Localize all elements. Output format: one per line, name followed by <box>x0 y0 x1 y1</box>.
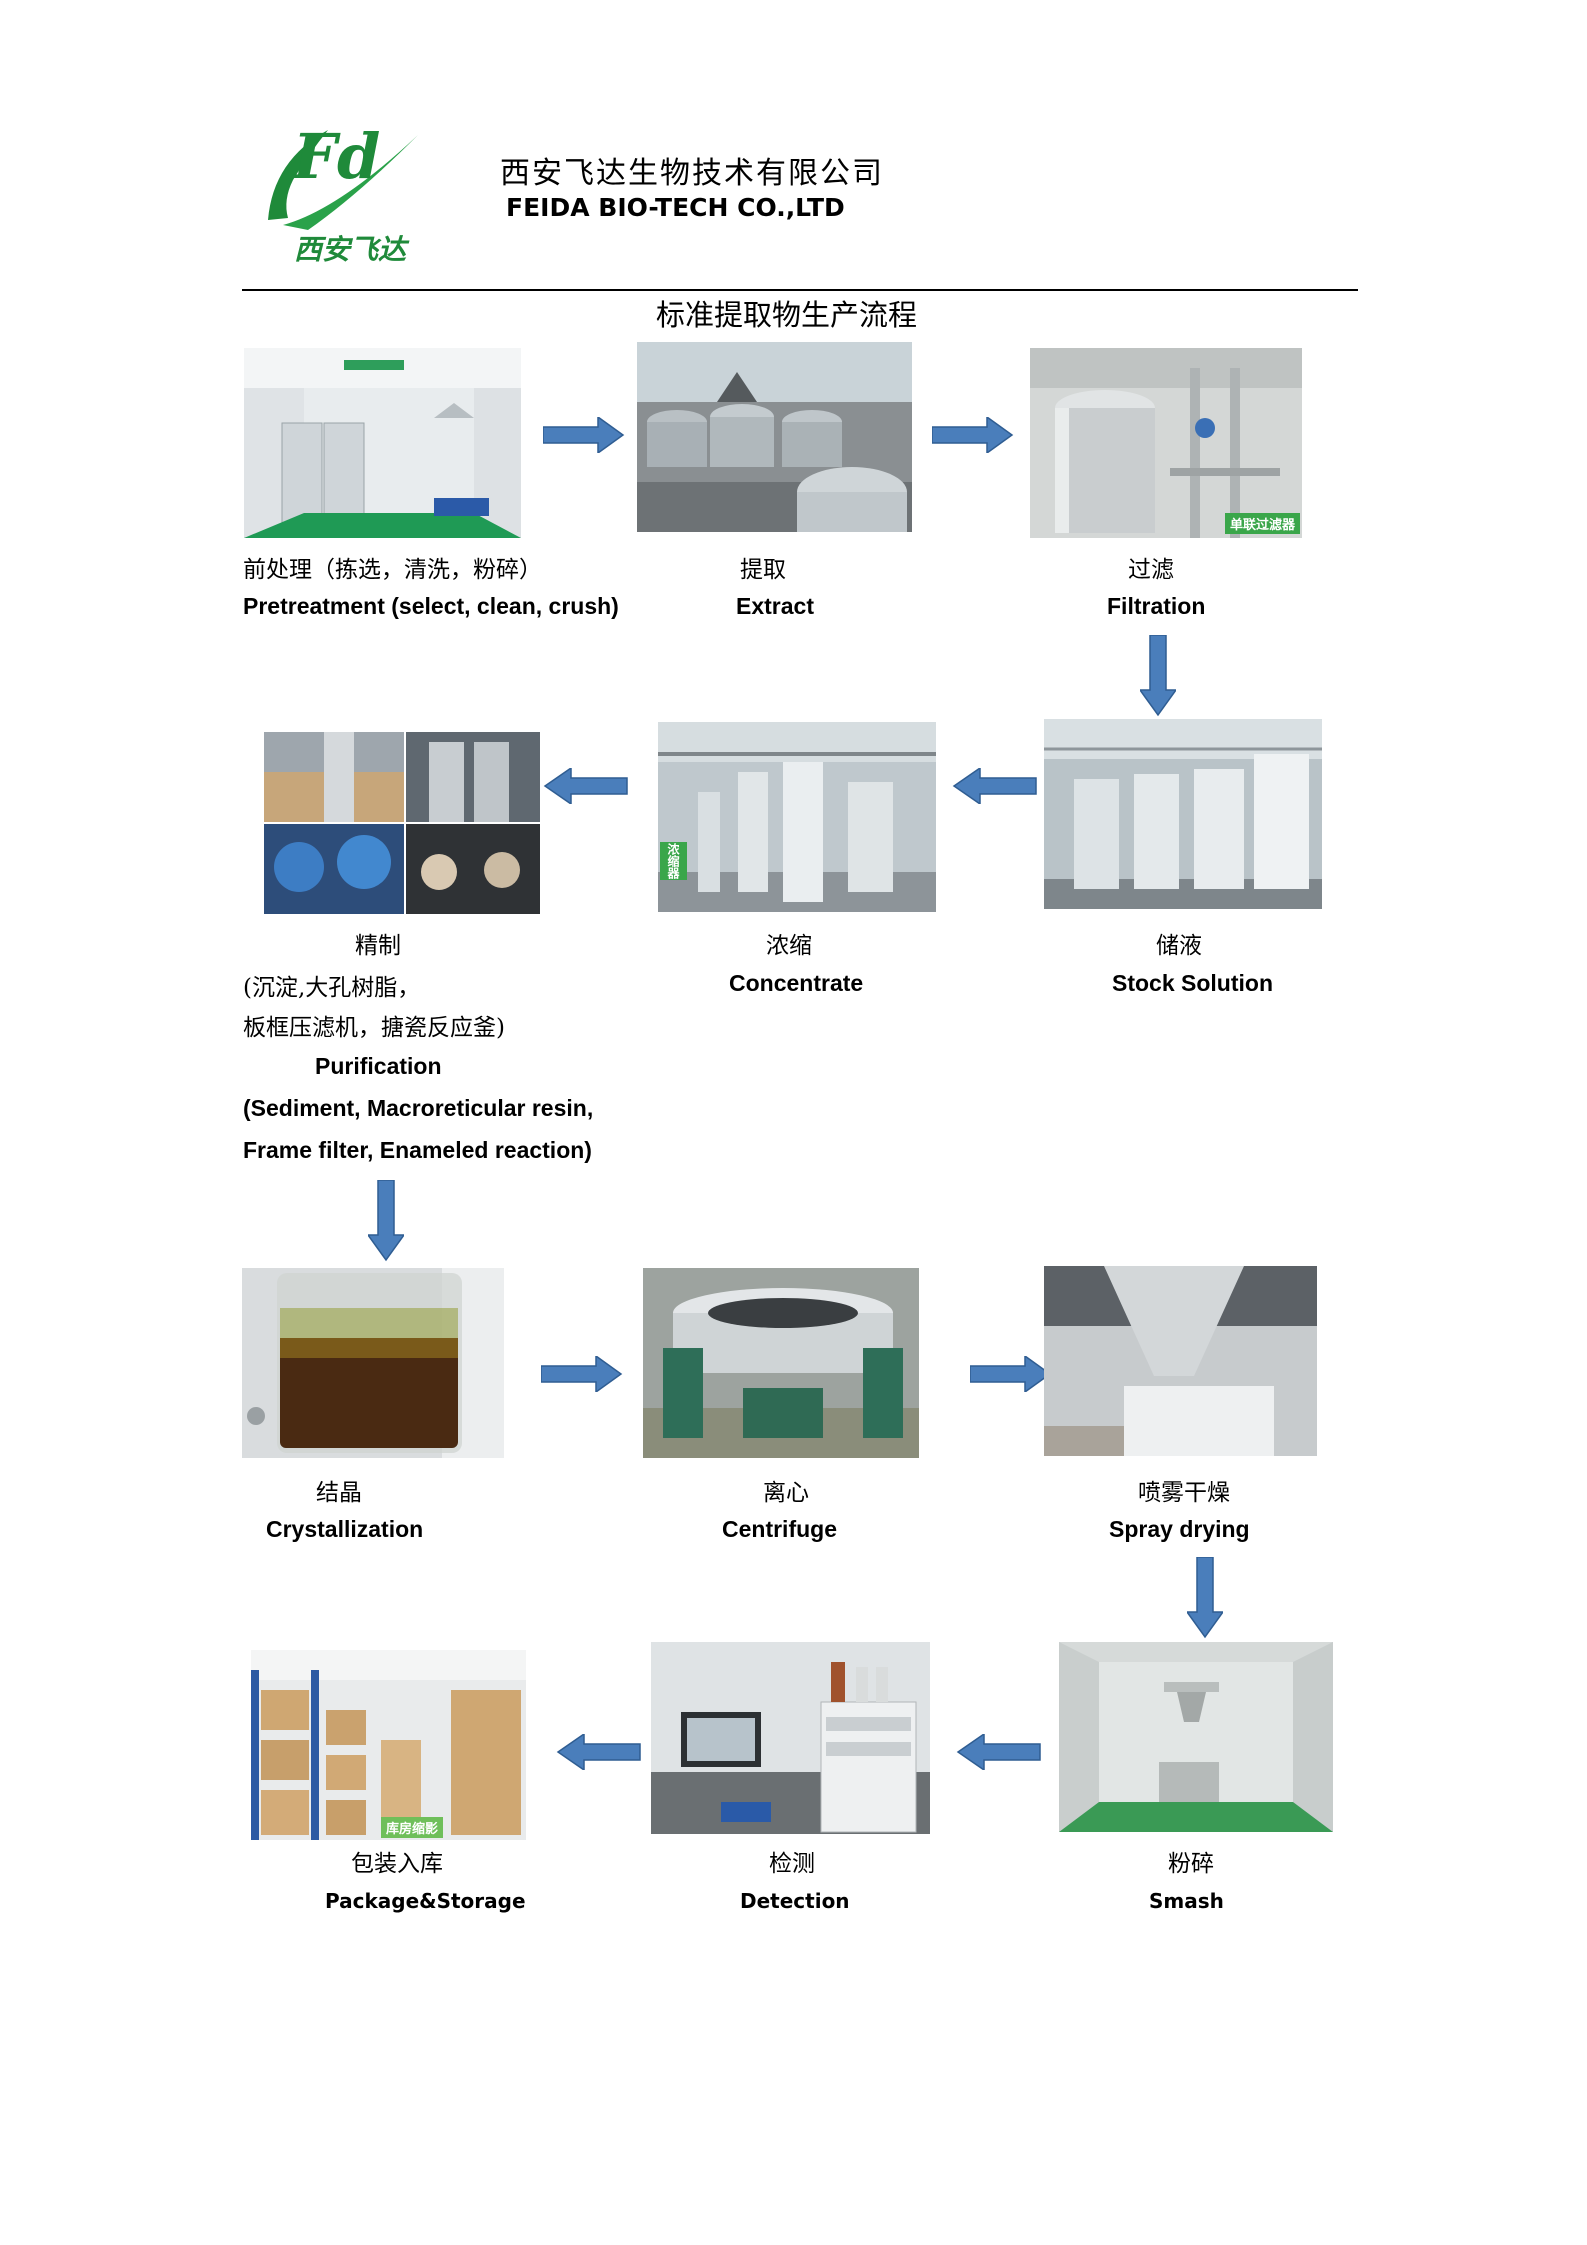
arrow-right-1 <box>542 415 625 458</box>
step-purification-cn-detail-2: 板框压滤机，搪瓷反应釜) <box>243 1015 505 1041</box>
step-package-storage-en: Package&Storage <box>325 1889 526 1913</box>
arrow-right-2 <box>931 415 1014 458</box>
step-crystallization-en: Crystallization <box>266 1516 424 1542</box>
page-title: 标准提取物生产流程 <box>656 298 918 332</box>
logo-swoosh-icon <box>268 130 418 230</box>
step-smash-en: Smash <box>1149 1889 1224 1913</box>
step-centrifuge-cn: 离心 <box>763 1480 809 1506</box>
logo-monogram: Fd <box>293 120 381 193</box>
step-filtration-cn: 过滤 <box>1128 557 1174 583</box>
photo-spray-drying <box>1044 1266 1317 1456</box>
step-stock-solution-en: Stock Solution <box>1112 970 1273 996</box>
photo-caption-package-storage: 库房缩影 <box>381 1817 444 1838</box>
photo-package-storage: 库房缩影 <box>251 1650 526 1840</box>
step-package-storage-cn: 包装入库 <box>351 1851 443 1877</box>
photo-purification <box>264 732 540 914</box>
step-filtration-en: Filtration <box>1107 593 1206 619</box>
company-logo: Fd 西安飞达 <box>248 100 428 270</box>
step-stock-solution-cn: 储液 <box>1156 933 1202 959</box>
step-detection-en: Detection <box>740 1889 850 1913</box>
logo-cn-text: 西安飞达 <box>294 233 407 266</box>
photo-filtration: 单联过滤器 <box>1030 348 1302 538</box>
arrow-left-1 <box>543 766 629 809</box>
step-extract-cn: 提取 <box>740 557 786 583</box>
step-purification-en-detail-1: (Sediment, Macroreticular resin, <box>243 1095 594 1121</box>
step-detection-cn: 检测 <box>769 1851 815 1877</box>
arrow-down-1 <box>1138 634 1178 722</box>
arrow-right-3 <box>540 1354 623 1397</box>
step-purification-en: Purification <box>315 1053 442 1079</box>
arrow-right-4 <box>969 1354 1052 1397</box>
company-name-en: FEIDA BIO-TECH CO.,LTD <box>506 193 845 222</box>
photo-caption-filtration: 单联过滤器 <box>1224 513 1300 534</box>
photo-centrifuge <box>643 1268 919 1458</box>
photo-stock-solution <box>1044 719 1322 909</box>
step-pretreatment-cn: 前处理（拣选，清洗，粉碎） <box>243 557 542 583</box>
photo-concentrate: 浓缩器 <box>658 722 936 912</box>
arrow-left-3 <box>556 1732 642 1775</box>
step-purification-en-detail-2: Frame filter, Enameled reaction) <box>243 1137 592 1163</box>
step-centrifuge-en: Centrifuge <box>722 1516 837 1542</box>
arrow-left-4 <box>956 1732 1042 1775</box>
step-spray-drying-cn: 喷雾干燥 <box>1138 1480 1230 1506</box>
step-pretreatment-en: Pretreatment (select, clean, crush) <box>243 593 619 619</box>
step-concentrate-cn: 浓缩 <box>766 933 812 959</box>
step-extract-en: Extract <box>736 593 814 619</box>
step-concentrate-en: Concentrate <box>729 970 864 996</box>
step-purification-cn-detail-1: (沉淀,大孔树脂， <box>243 975 421 1001</box>
arrow-down-2 <box>366 1179 406 1267</box>
step-purification-cn: 精制 <box>355 933 401 959</box>
photo-extract <box>637 342 912 532</box>
step-smash-cn: 粉碎 <box>1168 1851 1214 1877</box>
photo-smash <box>1059 1642 1333 1832</box>
photo-crystallization <box>242 1268 504 1458</box>
arrow-left-2 <box>952 766 1038 809</box>
photo-detection <box>651 1642 930 1834</box>
photo-caption-concentrate: 浓缩器 <box>660 842 687 880</box>
photo-pretreatment <box>244 348 521 538</box>
arrow-down-3 <box>1185 1556 1225 1644</box>
step-spray-drying-en: Spray drying <box>1109 1516 1250 1542</box>
step-crystallization-cn: 结晶 <box>316 1480 362 1506</box>
company-name-cn: 西安飞达生物技术有限公司 <box>500 156 884 191</box>
header-divider <box>242 289 1358 291</box>
